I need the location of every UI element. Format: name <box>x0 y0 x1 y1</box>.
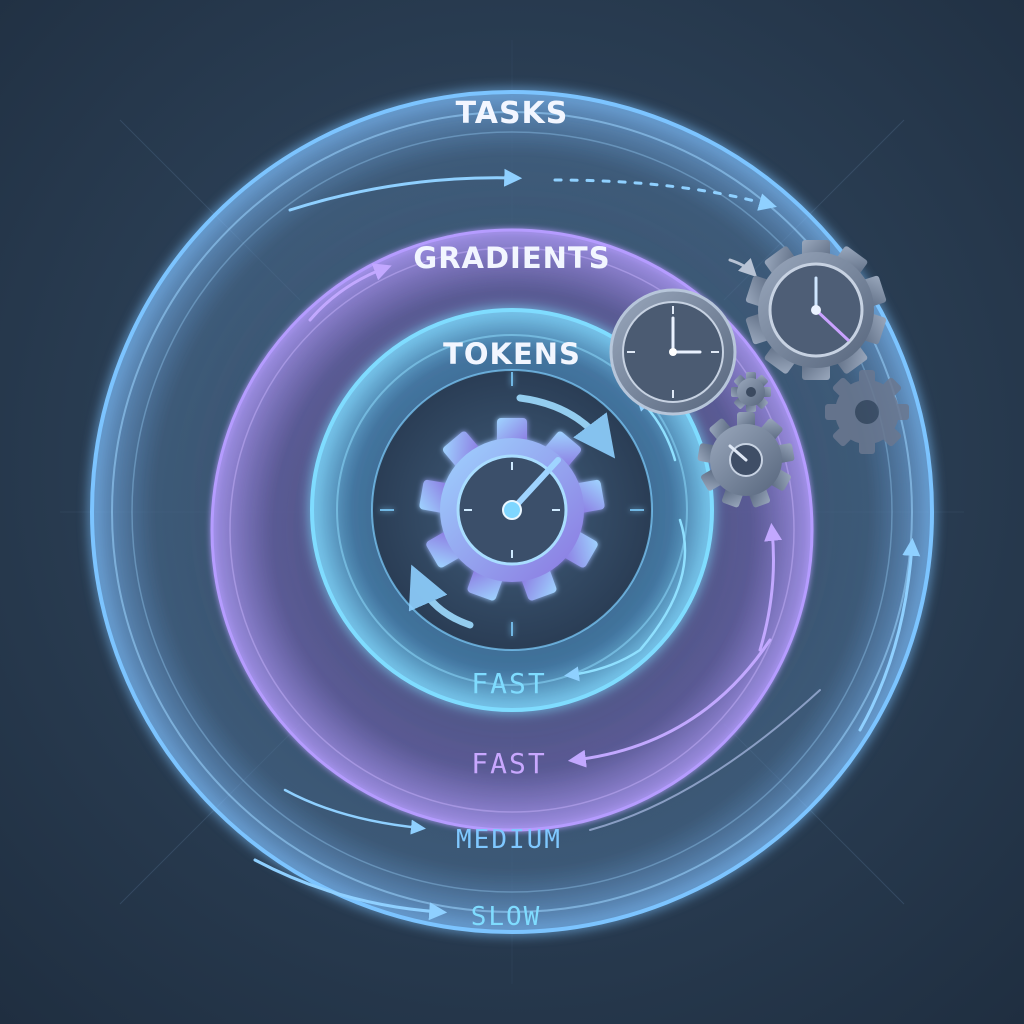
ring-gradients-track <box>229 247 795 813</box>
medium-gear-needle <box>728 444 748 462</box>
ring-tasks-track-1 <box>111 111 913 913</box>
ring-tasks-track-2 <box>131 131 893 893</box>
small-clock-icon <box>609 288 737 416</box>
medium-gear-icon <box>697 412 795 508</box>
center-gear-gauge-icon <box>380 372 644 636</box>
arrow-tasks-bottom <box>253 858 448 921</box>
small-clock-ticks <box>627 306 719 398</box>
bottom-gear-hole <box>855 400 879 424</box>
small-clock-hub <box>669 348 677 356</box>
center-gauge-ticks <box>464 462 560 558</box>
arrow-medium-left <box>283 788 426 835</box>
flow-arrows <box>253 168 921 921</box>
ring-title-tokens: TOKENS <box>443 337 581 371</box>
arrow-tasks-top-dashed <box>553 178 777 211</box>
center-gear-teeth <box>419 418 605 601</box>
arrow-tasks-top <box>288 168 523 212</box>
large-clock-gear-icon <box>745 240 887 380</box>
arrow-medium-right <box>589 689 821 831</box>
arrow-tokens-bottom <box>408 564 474 629</box>
ring-tokens-track <box>336 334 688 686</box>
arrow-tokens-right <box>564 518 687 682</box>
arrow-gradients-bottom <box>567 638 772 768</box>
center-gauge-needle <box>509 457 561 513</box>
small-gear-icon <box>731 372 771 412</box>
bottom-gear-icon <box>825 370 909 454</box>
arrow-gradients-right-up <box>758 522 783 652</box>
arrow-gradients-right <box>728 257 758 278</box>
center-gauge-hub <box>502 500 522 520</box>
ring-title-tasks: TASKS <box>456 96 569 131</box>
ring-title-gradients: GRADIENTS <box>413 241 610 275</box>
speed-label-tokens: FAST <box>471 667 546 700</box>
large-clock-minute-hand <box>814 308 850 342</box>
speed-label-slow: SLOW <box>471 902 542 932</box>
speed-label-medium: MEDIUM <box>456 825 562 855</box>
arrow-tokens-top <box>516 394 616 459</box>
core-ticks <box>380 372 644 636</box>
arrow-tasks-right <box>858 537 921 732</box>
arrow-gradients-top <box>308 263 392 322</box>
large-clock-hub <box>811 305 821 315</box>
speed-label-gradients: FAST <box>471 747 546 780</box>
